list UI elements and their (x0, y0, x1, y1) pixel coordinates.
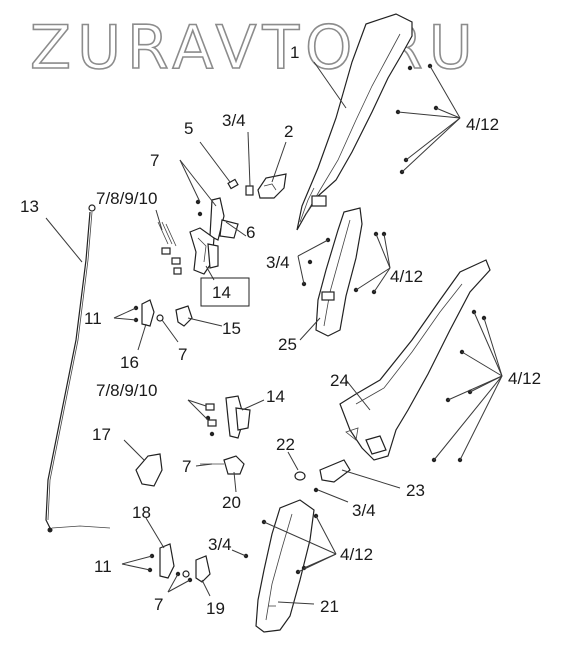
label-part-19: 19 (206, 599, 225, 618)
label-part-7-8-9-10-top: 7/8/9/10 (96, 189, 157, 208)
part-14-hinge-upper (189, 227, 219, 275)
label-part-24: 24 (330, 371, 349, 390)
part-7-8-9-10-bolts-upper (157, 199, 203, 275)
label-part-7-top: 7 (150, 151, 159, 170)
part-21-lower-trim (255, 499, 315, 633)
label-part-4-12-top: 4/12 (466, 115, 499, 134)
label-part-18: 18 (132, 503, 151, 522)
label-part-3-4-bottom: 3/4 (208, 535, 232, 554)
part-1-pillar-trim (296, 13, 413, 231)
label-part-13: 13 (20, 197, 39, 216)
label-part-3-4-low: 3/4 (352, 501, 376, 520)
part-25-pillar-trim (315, 207, 363, 337)
label-part-7-mid: 7 (178, 345, 187, 364)
part-18-latch-lower (159, 543, 175, 579)
part-3-4-fastener-top (245, 185, 254, 196)
label-part-2: 2 (284, 122, 293, 141)
label-part-4-12-mid: 4/12 (390, 267, 423, 286)
label-part-7-low: 7 (182, 457, 191, 476)
label-part-14-boxed: 14 (212, 283, 231, 302)
part-2-bracket (257, 173, 287, 199)
label-part-4-12-bottom: 4/12 (340, 545, 373, 564)
label-part-5: 5 (184, 119, 193, 138)
label-part-3-4-top: 3/4 (222, 111, 246, 130)
label-part-7-8-9-10-low: 7/8/9/10 (96, 381, 157, 400)
label-part-11-bottom: 11 (94, 557, 112, 576)
label-part-15: 15 (222, 319, 241, 338)
part-19-latch-plate (182, 555, 211, 583)
label-part-23: 23 (406, 481, 425, 500)
label-part-20: 20 (222, 493, 241, 512)
leader-lines (45, 61, 503, 605)
label-part-25: 25 (278, 335, 297, 354)
callout-labels: 1 4/12 5 3/4 2 7 7/8/9/10 13 6 3/4 14 4/… (20, 43, 541, 618)
label-part-1: 1 (290, 43, 299, 62)
label-part-4-12-right: 4/12 (508, 369, 541, 388)
label-part-3-4-mid: 3/4 (266, 253, 290, 272)
part-16-latch-upper (141, 299, 164, 327)
part-17-cover (135, 453, 163, 487)
part-22-grommet (294, 471, 306, 481)
label-part-21: 21 (320, 597, 339, 616)
label-part-11-top: 11 (84, 309, 102, 328)
part-13-cable (45, 204, 111, 533)
label-part-14: 14 (266, 387, 285, 406)
part-6-hinge-plate (209, 197, 239, 241)
part-23-bracket (319, 459, 351, 483)
part-5-clip (227, 178, 239, 190)
label-part-22: 22 (276, 435, 295, 454)
label-part-17: 17 (92, 425, 111, 444)
label-part-16: 16 (120, 353, 139, 372)
part-15-latch-plate (175, 305, 193, 327)
part-14-hinge-lower (205, 395, 251, 439)
label-14-frame (200, 277, 250, 307)
label-part-7-bottom: 7 (154, 595, 163, 614)
label-part-6: 6 (246, 223, 255, 242)
part-24-quarter-trim (339, 259, 491, 461)
